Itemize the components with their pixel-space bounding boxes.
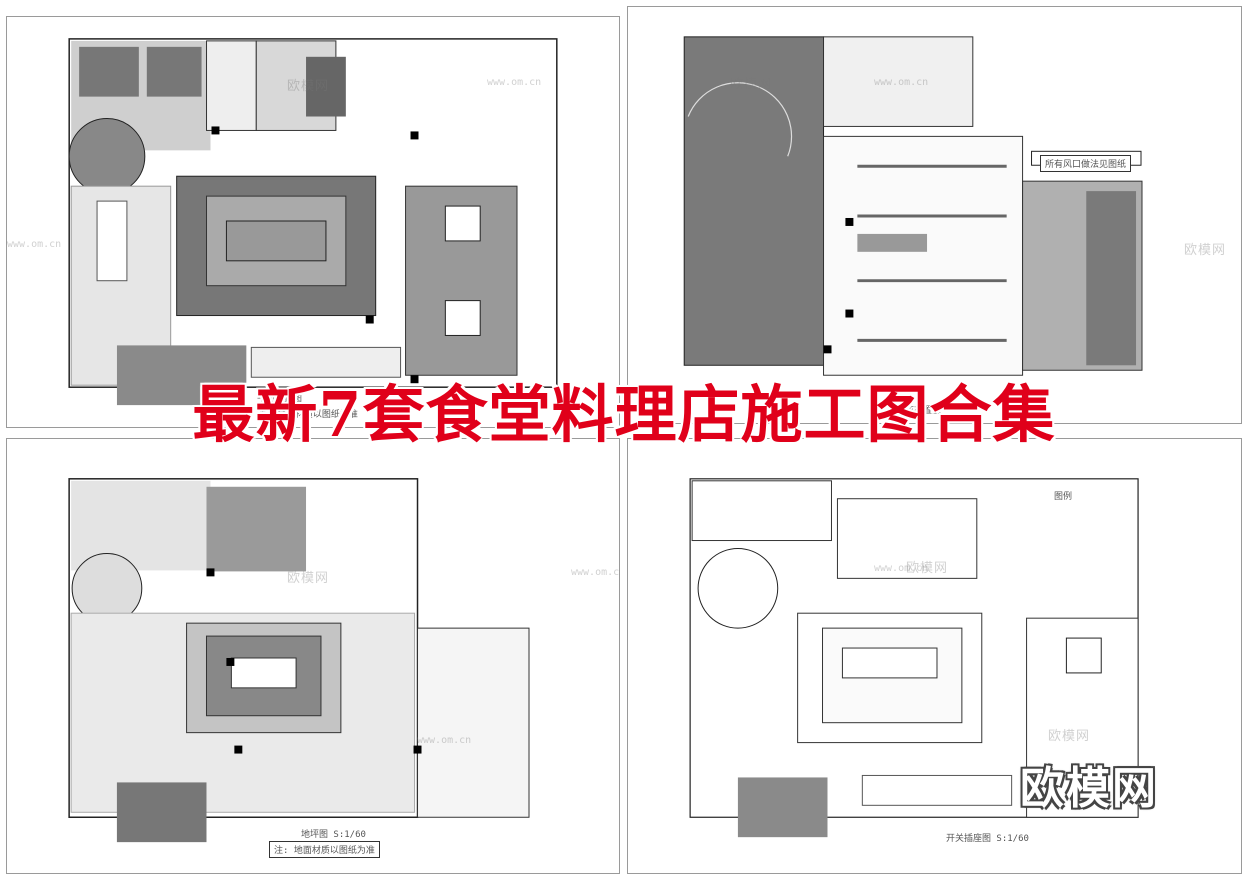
legend-title: 图例: [1054, 492, 1073, 502]
brand-watermark: 欧模网: [1020, 763, 1158, 814]
floor-plan-panel-1: 欧模网 www.om.cn www.om.cn 平面布置图 注: 地面材质以图纸…: [6, 16, 620, 428]
switch-socket-drawing: [689, 478, 1139, 838]
floor-finish-drawing: [68, 478, 530, 843]
panel-caption: 平面布置图: [257, 394, 303, 404]
panel-caption: 地坪图 S:1/60: [301, 830, 366, 840]
panel-caption: 所有风口做法见图纸: [1040, 155, 1132, 172]
panel-note: 天花布置图: [896, 406, 942, 416]
floor-plan-drawing: [68, 38, 558, 406]
panel-note: 注: 地面材质以图纸为准: [269, 841, 380, 858]
floor-finish-panel-3: 欧模网 www.om.cn www.om.cn 地坪图 S:1/60 注: 地面…: [6, 438, 620, 874]
ceiling-plan-panel-2: 欧模网 www.om.cn 欧模网 所有风口做法见图纸 天花布置图: [627, 6, 1242, 424]
banner-title: 最新7套食堂料理店施工图合集: [192, 378, 1056, 451]
ceiling-plan-drawing: [683, 36, 1143, 376]
panel-note: 注: 地面材质以图纸为准: [257, 410, 358, 420]
panel-caption: 开关插座图 S:1/60: [946, 834, 1029, 844]
